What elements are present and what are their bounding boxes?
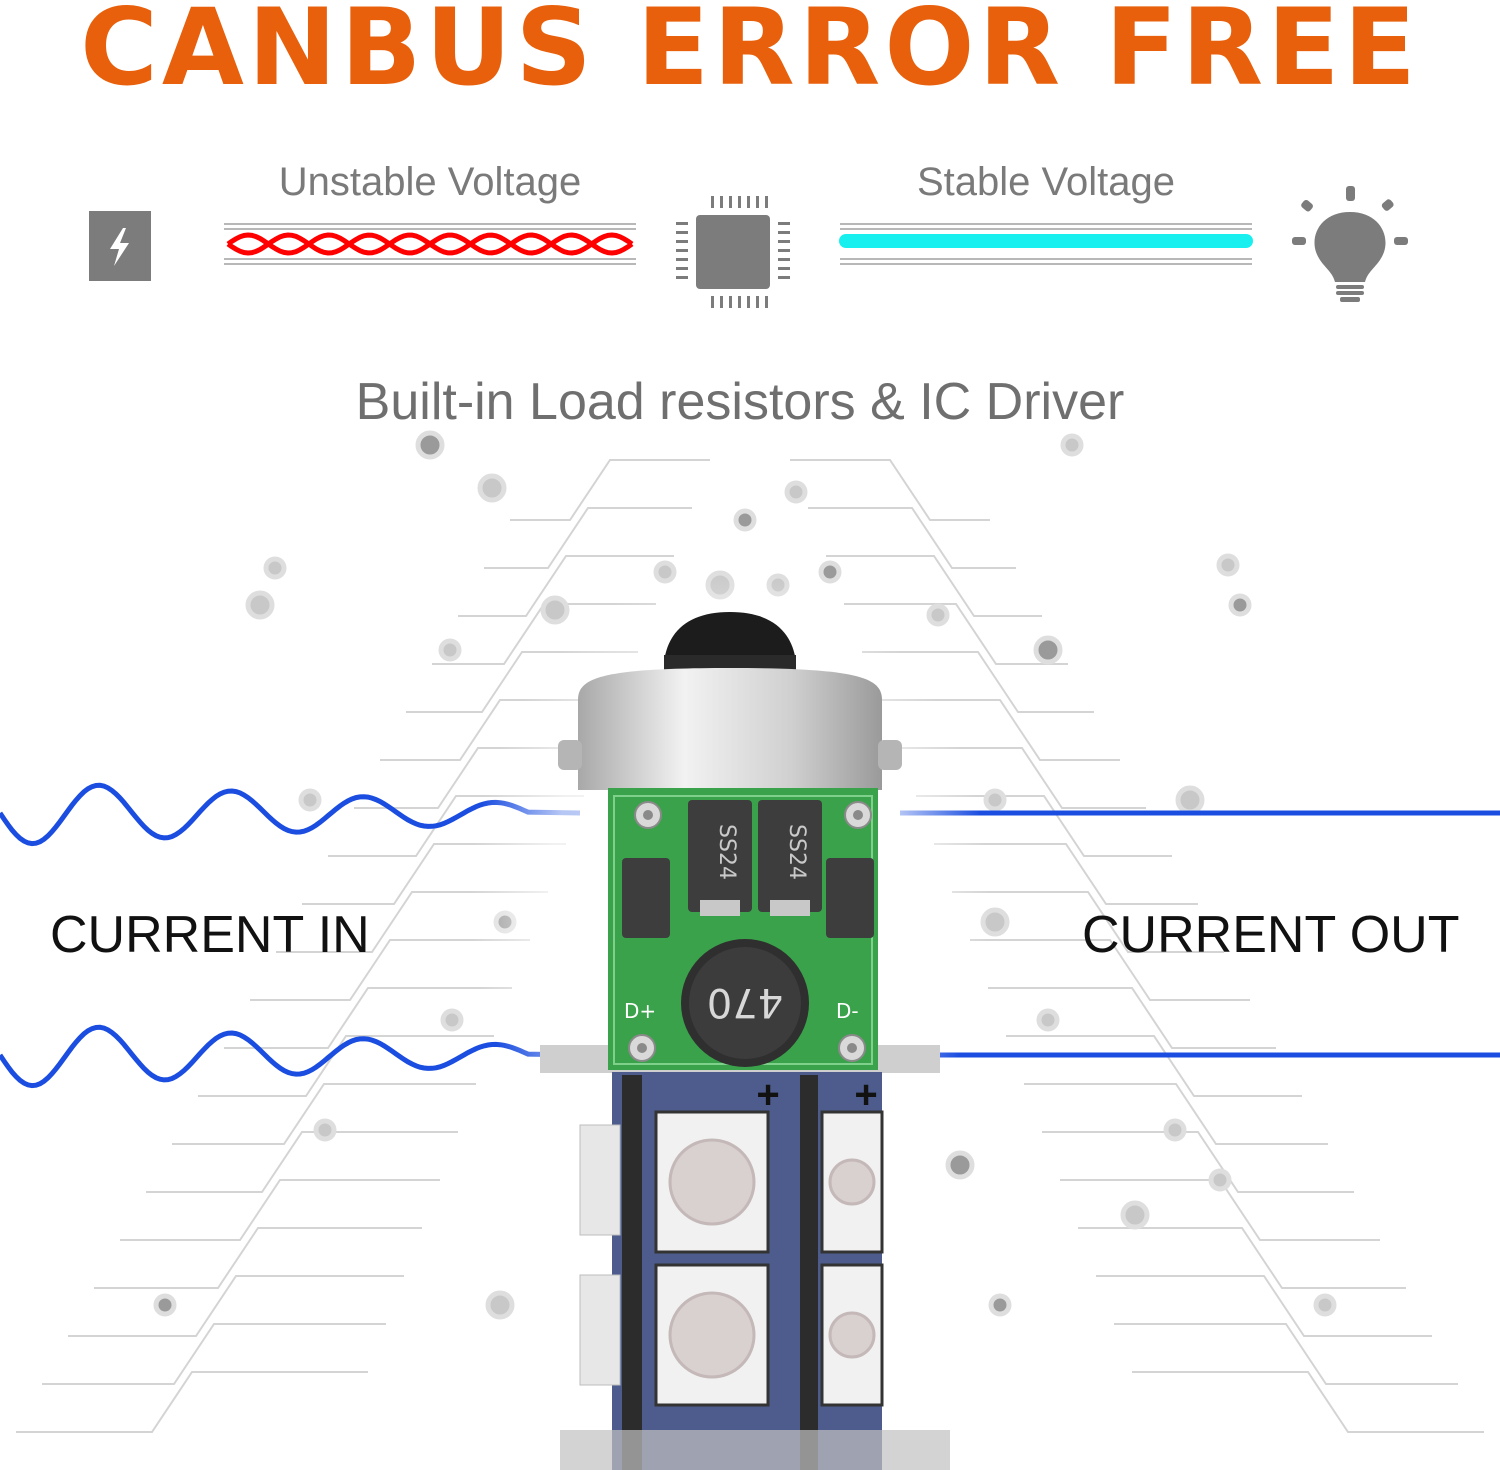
driver-pcb: SS24 SS24 470 D+ D- — [608, 788, 878, 1070]
page-title: CANBUS ERROR FREE — [80, 0, 1420, 109]
voltage-diagram — [89, 186, 1408, 308]
current-in-wires — [0, 782, 581, 1089]
diode-marking-2: SS24 — [784, 824, 809, 880]
unstable-voltage-label: Unstable Voltage — [278, 160, 582, 204]
current-in-label: CURRENT IN — [50, 906, 370, 964]
pcb-label-dminus: D- — [836, 999, 859, 1023]
light-bulb-icon — [1292, 186, 1408, 302]
unstable-voltage-wire — [224, 223, 636, 265]
feature-subtitle: Built-in Load resistors & IC Driver — [355, 373, 1125, 431]
inductor-marking: 470 — [707, 979, 783, 1025]
svg-text:+: + — [756, 1073, 779, 1117]
current-out-label: CURRENT OUT — [1082, 906, 1460, 964]
stable-voltage-wire — [839, 223, 1253, 265]
lightning-icon — [89, 211, 151, 281]
svg-text:+: + — [854, 1073, 877, 1117]
led-board-body: + + — [560, 1072, 950, 1470]
diode-marking-1: SS24 — [714, 824, 739, 880]
current-out-wires — [900, 810, 1500, 1058]
stable-voltage-label: Stable Voltage — [917, 160, 1175, 204]
chip-icon — [676, 196, 790, 308]
pcb-label-dplus: D+ — [624, 999, 656, 1023]
